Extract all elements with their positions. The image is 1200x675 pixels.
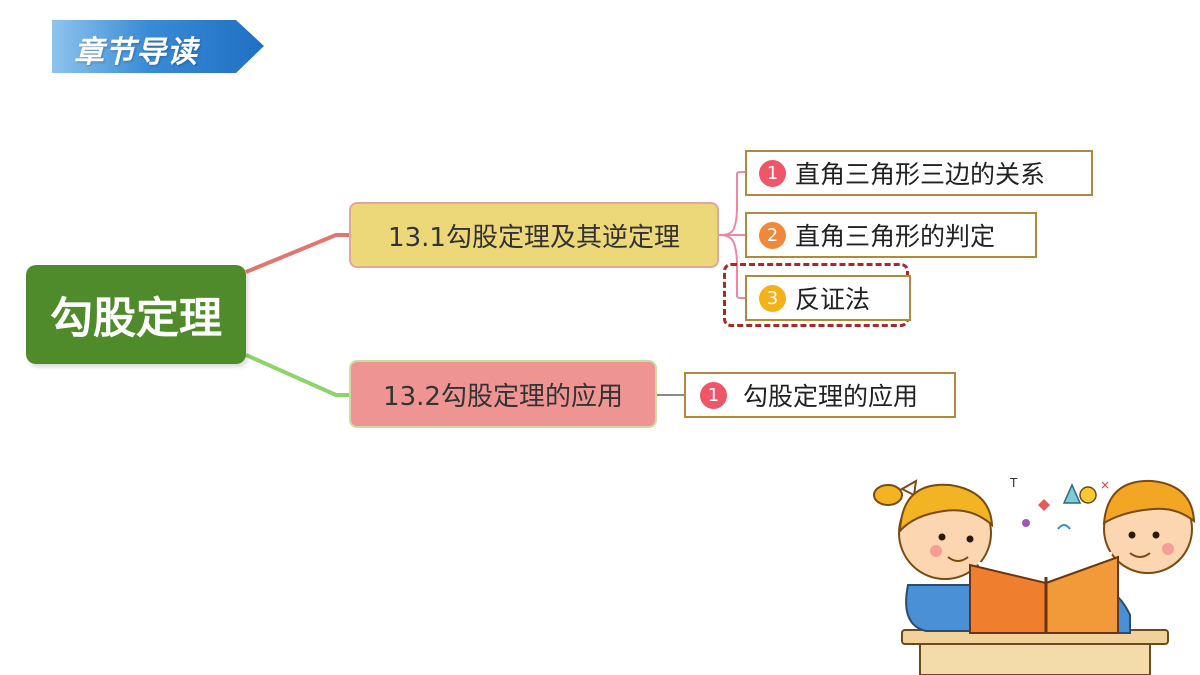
- banner-arrow-shape: [52, 20, 264, 73]
- chapter-guide-title: 章节导读: [74, 35, 198, 70]
- leaf-label: 直角三角形的判定: [795, 222, 996, 251]
- svg-text:T: T: [1009, 476, 1018, 490]
- chapter-guide-banner: 章节导读: [52, 20, 264, 73]
- root-node: 勾股定理: [26, 265, 246, 364]
- branch-node-13-1: 13.1勾股定理及其逆定理: [349, 202, 719, 268]
- connector-root-branch1: [245, 233, 349, 274]
- number-badge: 1: [700, 381, 727, 409]
- number-badge: 2: [759, 221, 786, 249]
- leaf-node-proof-by-contradiction: 3 反证法: [745, 275, 911, 321]
- leaf-label: 反证法: [795, 285, 871, 314]
- leaf-node-right-triangle-test: 2 直角三角形的判定: [745, 212, 1037, 258]
- number-badge: 3: [759, 284, 786, 312]
- leaf-node-pythagorean-application: 1 勾股定理的应用: [684, 372, 956, 418]
- svg-text:×: ×: [1100, 478, 1110, 492]
- connector-branch1-leaves: [718, 171, 746, 236]
- leaf-node-right-triangle-sides: 1 直角三角形三边的关系: [745, 150, 1093, 196]
- kids-reading-illustration: T ×: [873, 476, 1196, 675]
- leaf-label: 直角三角形三边的关系: [795, 160, 1046, 189]
- leaf-label: 勾股定理的应用: [743, 382, 919, 411]
- connector-branch1-leaf3: [718, 234, 746, 299]
- number-badge: 1: [759, 159, 786, 187]
- connector-root-branch2: [245, 353, 349, 397]
- branch-node-13-2: 13.2勾股定理的应用: [349, 360, 657, 428]
